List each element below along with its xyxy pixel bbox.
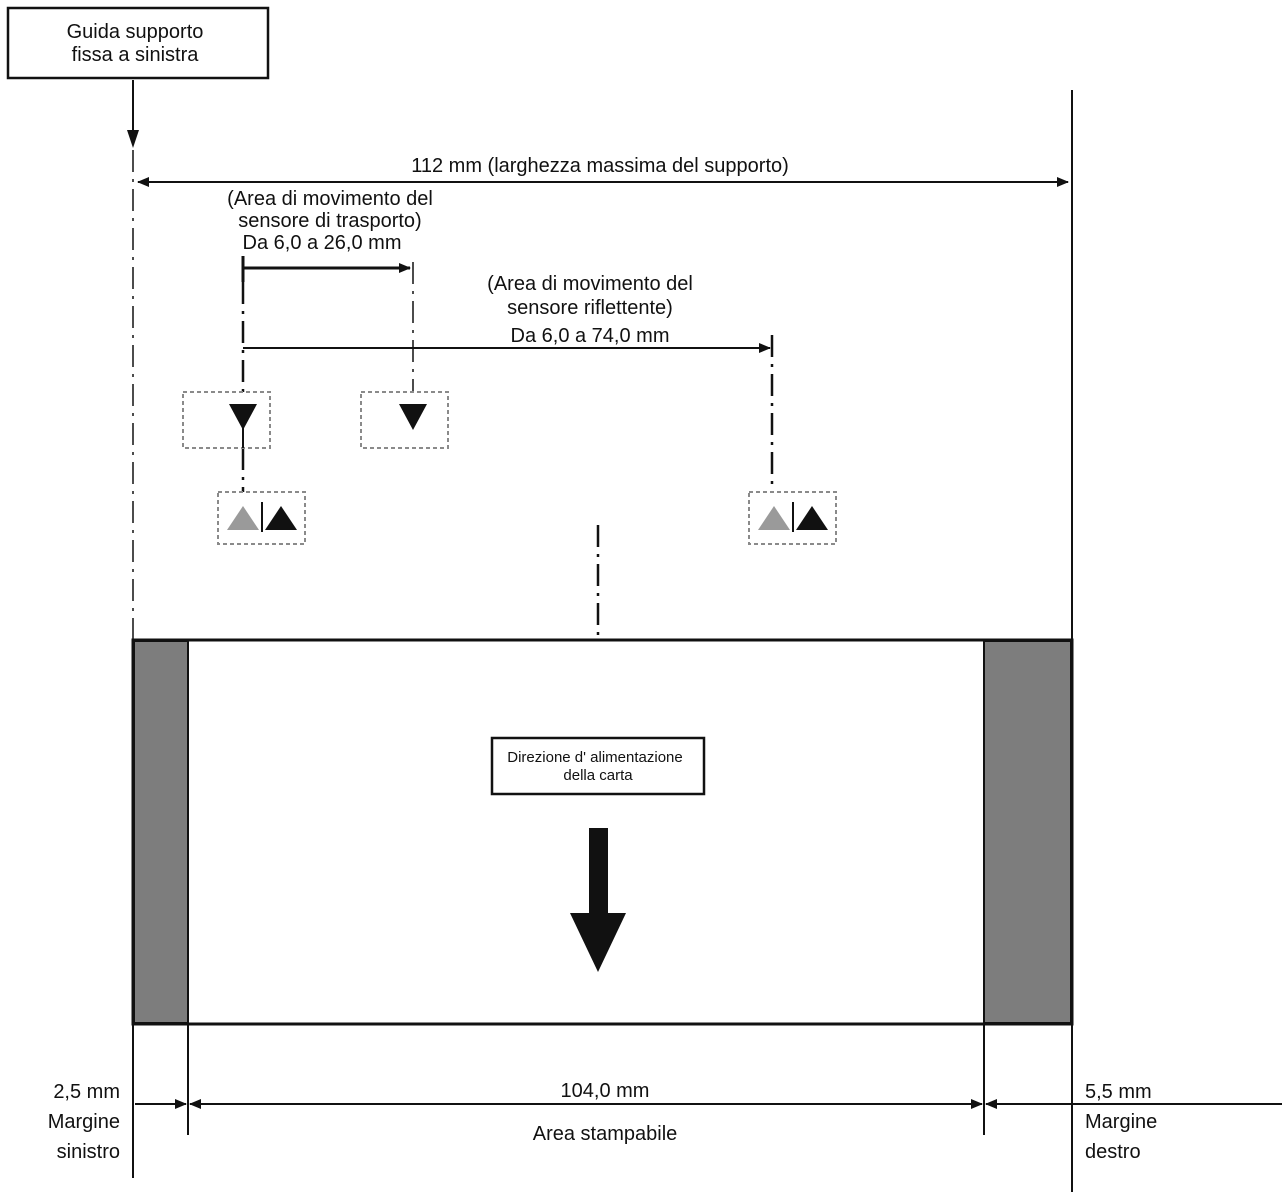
guide-label-line-1: Guida supporto	[67, 21, 204, 43]
reflective-sensor-min	[217, 491, 306, 545]
transport-sensor-label-line-1: (Area di movimento del	[227, 188, 433, 210]
grey-up-triangle-icon	[758, 506, 790, 530]
printable-area-label: Area stampabile	[533, 1123, 678, 1145]
feed-direction-line-1: Direzione d' alimentazione	[507, 749, 682, 766]
right-margin-value: 5,5 mm	[1085, 1081, 1152, 1103]
feed-direction-box: Direzione d' alimentazione della carta	[490, 736, 706, 796]
right-margin-area	[983, 640, 1072, 1024]
left-margin-area	[133, 640, 189, 1024]
reflective-sensor-label-line-2: sensore riflettente)	[507, 297, 673, 319]
reflective-sensor-max	[748, 491, 837, 545]
transport-sensor-min	[182, 391, 271, 449]
feed-direction-arrow-icon	[570, 828, 626, 972]
transport-sensor-max	[360, 391, 449, 449]
sensor-down-triangle-icon	[399, 404, 427, 430]
reflective-sensor-label-line-1: (Area di movimento del	[487, 273, 693, 295]
guide-label-box: Guida supporto fissa a sinistra	[6, 6, 270, 80]
transport-sensor-label-line-2: sensore di trasporto)	[238, 210, 421, 232]
dark-up-triangle-icon	[265, 506, 297, 530]
right-margin-label-line-2: destro	[1085, 1141, 1141, 1163]
dark-up-triangle-icon	[796, 506, 828, 530]
max-width-label: 112 mm (larghezza massima del supporto)	[411, 155, 789, 177]
grey-up-triangle-icon	[227, 506, 259, 530]
guide-label-line-2: fissa a sinistra	[72, 44, 200, 66]
reflective-sensor-range: Da 6,0 a 74,0 mm	[511, 325, 670, 347]
guide-pointer-arrow	[127, 130, 139, 148]
left-margin-label-line-1: Margine	[48, 1111, 120, 1133]
printable-width-value: 104,0 mm	[561, 1080, 650, 1102]
right-margin-label-line-1: Margine	[1085, 1111, 1157, 1133]
left-margin-value: 2,5 mm	[53, 1081, 120, 1103]
left-margin-label-line-2: sinistro	[57, 1141, 120, 1163]
transport-sensor-range: Da 6,0 a 26,0 mm	[243, 232, 402, 254]
feed-direction-line-2: della carta	[563, 767, 633, 784]
